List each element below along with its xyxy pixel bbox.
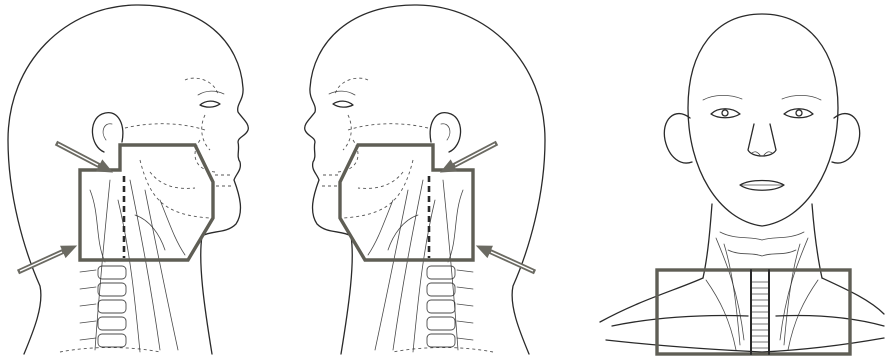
anterior-neck-right — [812, 204, 822, 278]
anterior-left-brow — [703, 95, 742, 100]
anterior-left-shoulder — [600, 278, 703, 322]
right-internal-anatomy — [60, 78, 232, 352]
anterior-chest-line — [606, 338, 884, 352]
left-lateral-view — [305, 5, 545, 354]
right-cervical-vertebrae — [80, 266, 126, 347]
left-brow — [329, 91, 355, 95]
anterior-view — [600, 14, 884, 354]
left-upper-arrow-icon — [441, 143, 497, 172]
anterior-nose — [748, 124, 776, 156]
right-brow — [198, 91, 224, 95]
left-internal-anatomy — [321, 78, 493, 352]
anterior-right-brow — [782, 95, 821, 100]
right-lateral-view — [8, 5, 248, 354]
trachea-rings — [752, 282, 768, 348]
anterior-head-outline — [688, 14, 838, 226]
right-eye — [200, 101, 220, 107]
anterior-neck-anatomy — [706, 232, 818, 350]
right-ear-inner — [103, 124, 112, 140]
anterior-right-shoulder — [822, 278, 884, 314]
left-ear-inner — [441, 124, 450, 140]
anterior-right-pupil — [796, 110, 802, 116]
left-cervical-vertebrae — [427, 266, 473, 347]
left-eye — [333, 101, 353, 107]
anterior-left-pupil — [722, 110, 728, 116]
anterior-right-ear — [832, 114, 860, 163]
midline-shield-block — [751, 270, 769, 354]
right-upper-arrow-icon — [56, 143, 112, 172]
anterior-neck-left — [703, 204, 712, 278]
anterior-right-clavicle — [776, 315, 884, 326]
